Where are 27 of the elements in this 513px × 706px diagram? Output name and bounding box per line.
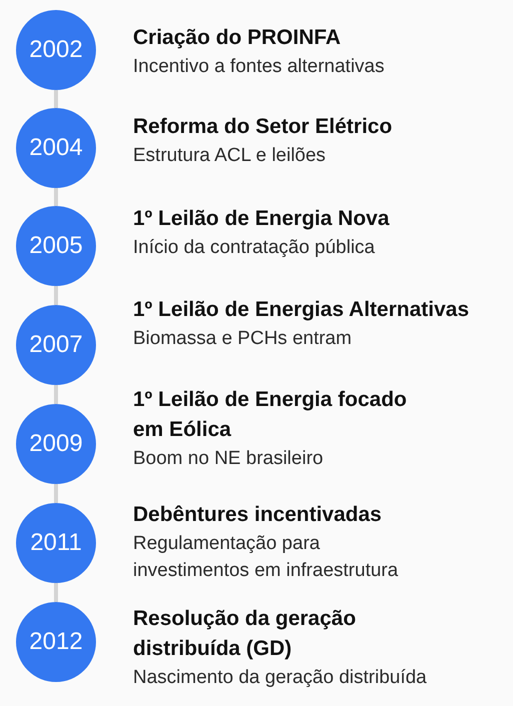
timeline-connector	[54, 90, 58, 108]
milestone-description: Regulamentação para investimentos em infraestrutura	[133, 532, 400, 583]
milestone-description: Nascimento da geração distribuída	[133, 666, 428, 690]
timeline-connector	[54, 385, 58, 404]
year-circle: 2012	[16, 602, 96, 682]
milestone-description: Incentivo a fontes alternativas	[133, 55, 386, 79]
milestone-title: Debêntures incentivadas	[133, 502, 383, 528]
timeline-connector	[54, 286, 58, 305]
milestone-title: Criação do PROINFA	[133, 25, 342, 51]
milestone-description: Biomassa e PCHs entram	[133, 327, 353, 351]
milestone-description: Início da contratação pública	[133, 236, 376, 260]
timeline-connector	[54, 583, 58, 602]
milestone-description: Estrutura ACL e leilões	[133, 144, 327, 168]
milestone-title: 1º Leilão de Energia Nova	[133, 206, 390, 232]
year-circle: 2011	[16, 503, 96, 583]
year-circle: 2009	[16, 404, 96, 484]
milestone-description: Boom no NE brasileiro	[133, 447, 324, 471]
milestone-title: Reforma do Setor Elétrico	[133, 114, 394, 140]
year-circle: 2002	[16, 10, 96, 90]
milestone-title: Resolução da geração distribuída (GD)	[133, 606, 357, 662]
timeline-connector	[54, 484, 58, 503]
timeline-connector	[54, 188, 58, 206]
milestone-title: 1º Leilão de Energias Alternativas	[133, 297, 470, 323]
year-circle: 2004	[16, 108, 96, 188]
milestone-title: 1º Leilão de Energia focado em Eólica	[133, 387, 408, 443]
year-circle: 2005	[16, 206, 96, 286]
year-circle: 2007	[16, 305, 96, 385]
